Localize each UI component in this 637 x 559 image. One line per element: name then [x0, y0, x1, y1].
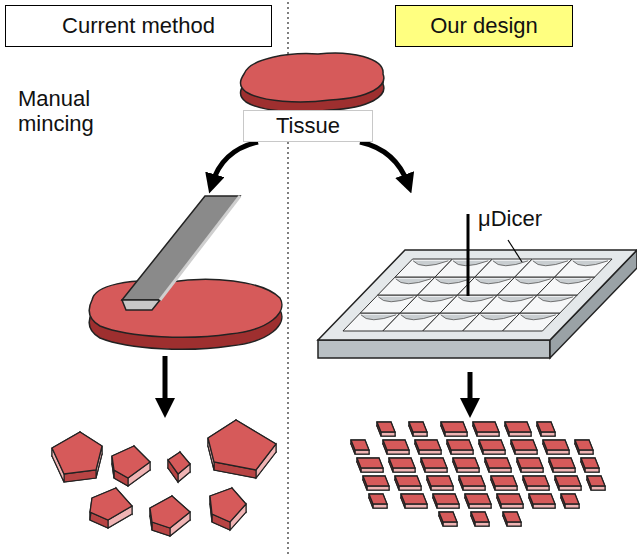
- method-label: Manual mincing: [18, 86, 128, 137]
- flow-arrow: [163, 356, 168, 408]
- box-label: Tissue: [276, 113, 340, 138]
- box-label: Current method: [62, 13, 215, 38]
- tissue-pieces: [52, 420, 276, 536]
- plunger-line: [467, 214, 470, 296]
- flow-arrow: [212, 142, 258, 184]
- label-box: Tissue: [243, 110, 373, 142]
- tissue-pieces: [351, 422, 605, 526]
- heading-box: Our design: [395, 5, 573, 47]
- device-label: μDicer: [478, 206, 568, 231]
- box-label: Our design: [430, 13, 538, 38]
- flow-arrow: [360, 142, 408, 184]
- tissue-slab: [241, 53, 384, 112]
- leader-line: [508, 240, 522, 262]
- knife-blade: [122, 196, 240, 310]
- tissue-slab: [89, 279, 282, 349]
- dicer-device: [318, 250, 637, 358]
- heading-box: Current method: [5, 5, 272, 47]
- flow-arrow: [468, 372, 473, 408]
